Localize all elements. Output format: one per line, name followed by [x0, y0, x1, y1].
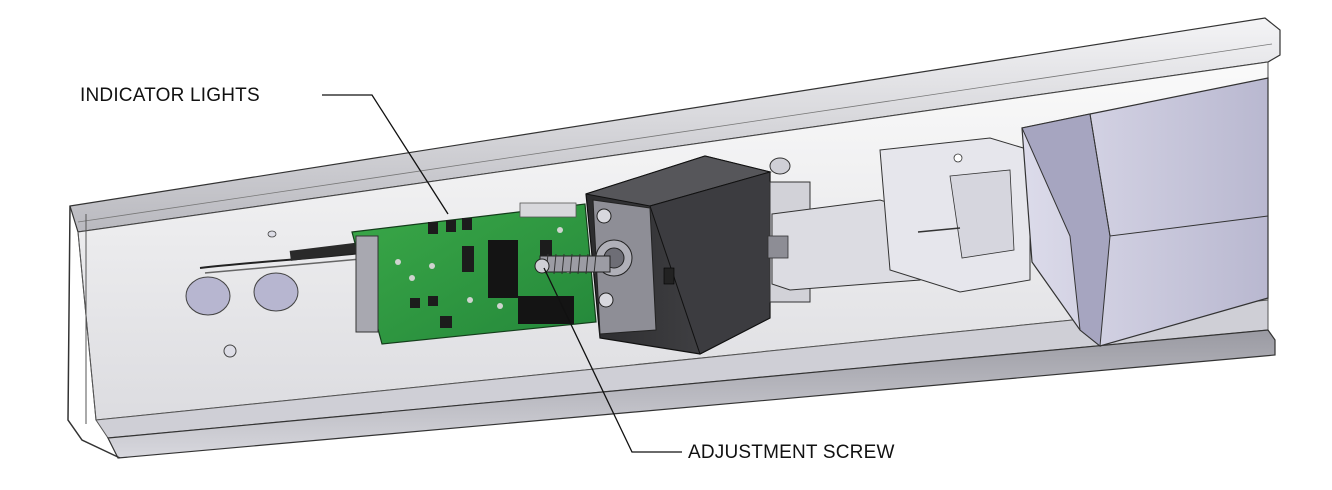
- callout-indicator-lights: INDICATOR LIGHTS: [80, 85, 260, 106]
- latch-mechanism: [767, 137, 1031, 303]
- callout-adjustment-screw: ADJUSTMENT SCREW: [688, 442, 895, 463]
- wire-leads: [199, 241, 373, 274]
- leader-line-indicator-lights: [322, 94, 449, 215]
- circuit-board: [351, 202, 597, 345]
- end-cap: [1021, 77, 1269, 347]
- adjustment-screw: [534, 253, 611, 275]
- leader-line-adjustment-screw: [543, 267, 682, 453]
- motor-block: [585, 155, 772, 355]
